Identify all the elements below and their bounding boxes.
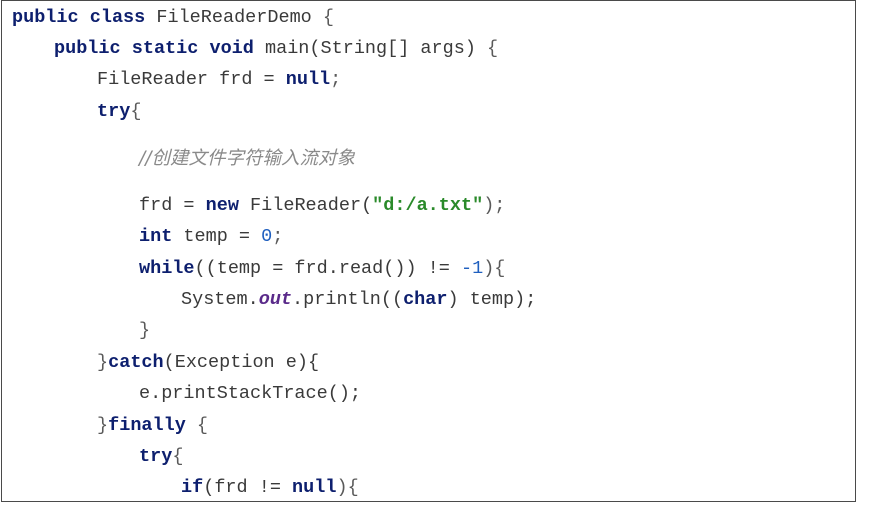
condition: (frd != [203,477,293,498]
code-line-11: }catch(Exception e){ [97,351,319,375]
keyword: char [403,289,448,310]
system-ref: System. [181,289,259,310]
keyword: finally [108,415,186,436]
brace: { [172,446,184,467]
code-line-15: if(frd != null){ [181,476,359,500]
brace: { [487,38,499,59]
keyword: static [131,38,199,59]
code-line-6: frd = new FileReader("d:/a.txt"); [139,194,505,218]
punctuation: ) temp); [447,289,537,310]
number-literal: -1 [460,258,484,279]
keyword: int [139,226,173,247]
keyword: null [292,477,337,498]
assignment: frd = [139,195,195,216]
constructor: FileReader( [250,195,373,216]
code-line-14: try{ [139,445,183,469]
keyword: public [54,38,121,59]
code-line-2: public static void main(String[] args) { [54,37,498,61]
code-line-9: System.out.println((char) temp); [181,288,536,312]
code-line-10: } [139,319,150,343]
code-block: public class FileReaderDemo { public sta… [1,0,856,502]
static-field: out [258,289,293,310]
class-name: FileReaderDemo [156,7,312,28]
comment-text: //创建文件字符输入流对象 [139,148,355,169]
method-call: .println(( [292,289,404,310]
statement: e.printStackTrace(); [139,383,362,404]
keyword: while [139,258,195,279]
code-line-8: while((temp = frd.read()) != -1){ [139,257,505,281]
keyword: if [181,477,204,498]
brace: { [322,7,335,28]
condition: ((temp = frd.read()) != [194,258,461,279]
code-line-1: public class FileReaderDemo { [12,6,334,30]
number-literal: 0 [261,226,273,247]
method-signature: main(String[] args) [265,38,476,59]
brace: } [139,320,151,341]
code-line-12: e.printStackTrace(); [139,382,361,406]
code-line-13: }finally { [97,414,208,438]
keyword: new [205,195,239,216]
brace: { [185,415,209,436]
punctuation: ){ [483,258,506,279]
keyword: catch [108,352,164,373]
code-comment: //创建文件字符输入流对象 [139,147,355,171]
punctuation: ){ [336,477,359,498]
punctuation: ); [483,195,506,216]
semicolon: ; [272,226,284,247]
keyword: try [97,101,131,122]
keyword: try [139,446,173,467]
code-line-4: try{ [97,100,141,124]
string-literal: "d:/a.txt" [372,195,484,216]
keyword: public [12,7,79,28]
brace: } [97,415,109,436]
brace: { [130,101,142,122]
assignment: temp = [183,226,251,247]
code-line-3: FileReader frd = null; [97,68,341,92]
keyword: void [209,38,254,59]
keyword: class [89,7,146,28]
semicolon: ; [330,69,342,90]
declaration: FileReader frd = [97,69,275,90]
catch-params: (Exception e){ [163,352,320,373]
keyword: null [285,69,331,90]
code-line-7: int temp = 0; [139,225,283,249]
brace: } [97,352,109,373]
